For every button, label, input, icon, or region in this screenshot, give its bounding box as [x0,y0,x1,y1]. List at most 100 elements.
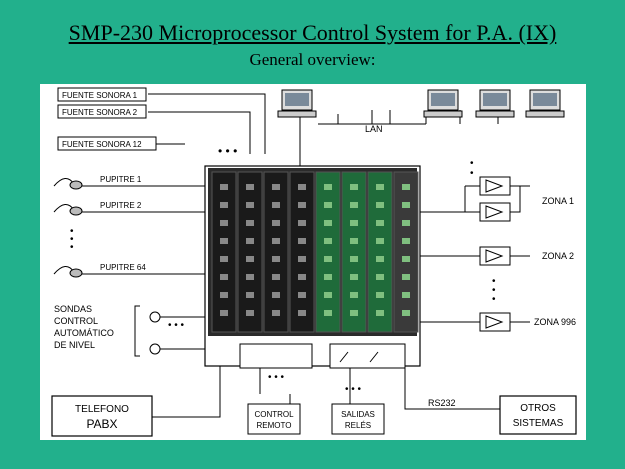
zone-label: ZONA 1 [542,196,574,206]
computer-icon [277,89,317,118]
computer-icon [525,89,565,118]
ellipsis: • • • [268,372,285,383]
rack-card [263,171,289,333]
rack-card [237,171,263,333]
rack-card-led [298,202,306,208]
source-label: FUENTE SONORA 12 [62,140,142,149]
rack-card-led [220,310,228,316]
rack-card-led [350,292,358,298]
rack-card-led [324,274,332,280]
ellipsis: • [470,168,474,179]
rack-card-led [246,184,254,190]
ellipsis: • • • [345,384,362,395]
rack-card-led [376,184,384,190]
source-box-2 [57,104,147,119]
rack-card-led [272,220,280,226]
rack-card-led [402,184,410,190]
desk-label: PUPITRE 2 [100,201,142,210]
rack-card-led [220,184,228,190]
control-remoto-box [247,403,301,435]
microphone-icon [53,204,83,216]
rack-card [211,171,237,333]
rack-card-led [246,256,254,262]
rack-card-led [324,292,332,298]
rack-card-led [298,292,306,298]
rack-card-led [220,202,228,208]
rack-card-led [350,256,358,262]
amplifier-icon [479,246,511,266]
rack-card-led [376,256,384,262]
control-remoto-label: REMOTO [257,421,292,430]
rack-card-led [272,256,280,262]
rack-card-led [402,292,410,298]
lan-label: LAN [365,124,383,134]
computer-icon [475,89,515,118]
otros-sistemas-box [499,395,577,435]
source-label: FUENTE SONORA 2 [62,108,138,117]
rack-card-led [350,310,358,316]
rs232-label: RS232 [428,398,456,408]
rack-card [393,171,419,333]
ellipsis: • [492,285,496,296]
telefono-label: TELEFONO [75,404,129,415]
rack-card-led [298,274,306,280]
probe-label: CONTROL [54,316,98,326]
rack-card-led [272,238,280,244]
rack-card-led [376,310,384,316]
probe-group: SONDAS CONTROL AUTOMÁTICO DE NIVEL • • • [54,304,185,355]
page-title: SMP-230 Microprocessor Control System fo… [68,20,557,45]
rack-card-led [376,220,384,226]
ellipsis: • • • [218,144,237,158]
rack-card-led [272,202,280,208]
telefono-box [51,395,153,437]
rack-card-led [298,256,306,262]
otros-label: OTROS [520,403,556,414]
rack-card-led [272,274,280,280]
rack-card-led [324,310,332,316]
rack-card-led [402,220,410,226]
rack-card-led [246,238,254,244]
rack-card-led [402,238,410,244]
rack-card-led [350,202,358,208]
rack-card-led [376,202,384,208]
rack-card-led [246,220,254,226]
rack-card [289,171,315,333]
otros-label: SISTEMAS [513,418,564,429]
computer-group: LAN [277,89,565,134]
rack-card-led [298,238,306,244]
amplifier-icon [479,202,511,222]
ellipsis: • [70,226,74,237]
ellipsis: • • • [168,320,185,331]
rack-card-led [376,274,384,280]
salidas-label: RELÉS [345,421,371,430]
rack-card [315,171,341,333]
source-label: FUENTE SONORA 1 [62,91,138,100]
probe-sensor-icon [149,311,161,323]
rack-card-led [298,310,306,316]
computer-icon [423,89,463,118]
microphone-icon [53,178,83,190]
desk-label: PUPITRE 1 [100,175,142,184]
source-box-12 [57,136,157,151]
probe-sensor-icon [149,343,161,355]
salidas-label: SALIDAS [341,410,375,419]
zone-label: ZONA 2 [542,251,574,261]
rack-card-led [402,202,410,208]
switch-icon [339,351,379,363]
rack-card-led [246,274,254,280]
rack-card-led [376,292,384,298]
rack-card-led [246,310,254,316]
ellipsis: • [492,276,496,287]
amplifier-icon [479,176,511,196]
desk-label: PUPITRE 64 [100,263,146,272]
source-boxes: FUENTE SONORA 1 FUENTE SONORA 2 FUENTE S… [57,87,237,158]
remote-switch-box [239,343,313,369]
rack-card-led [272,184,280,190]
rack-card [341,171,367,333]
rack-card-led [324,256,332,262]
rack-card-led [272,310,280,316]
rack-card-led [246,292,254,298]
rack-card-led [376,238,384,244]
page-subtitle: General overview: [249,50,376,69]
rack-card-led [350,274,358,280]
